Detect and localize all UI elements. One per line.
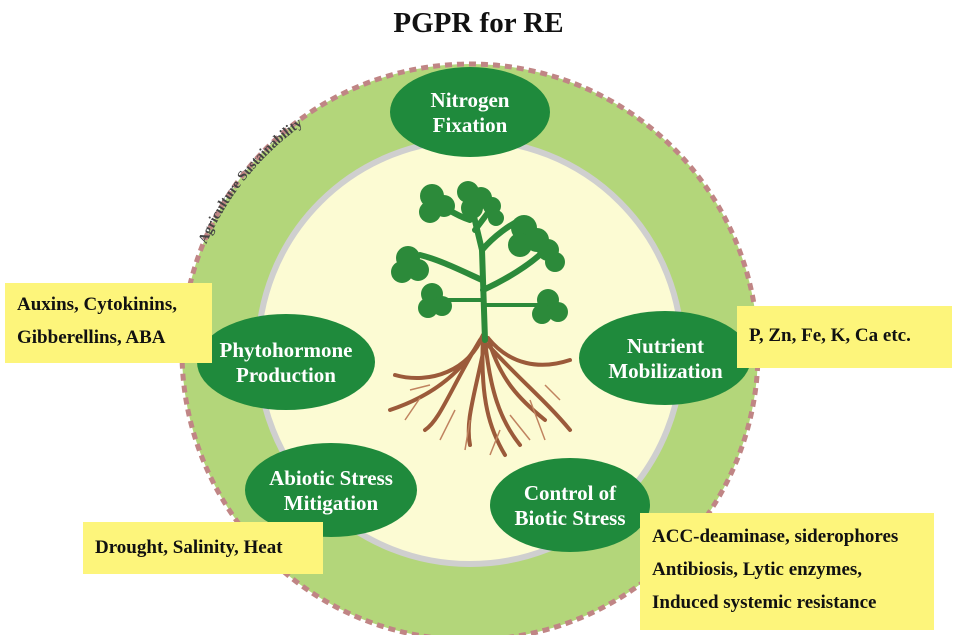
nutrient-line2: Mobilization: [608, 359, 723, 383]
hormones-note: Auxins, Cytokinins, Gibberellins, ABA: [5, 283, 212, 363]
biotic-note-line1: ACC-deaminase, siderophores: [652, 526, 899, 547]
nitrogen-fixation-oval: [390, 67, 550, 157]
small-branches: [445, 298, 540, 307]
fine-roots: [404, 384, 561, 456]
abiotic-note: Drought, Salinity, Heat: [83, 522, 323, 574]
abiotic-note-line1: Drought, Salinity, Heat: [95, 537, 283, 558]
nutrient-line1: Nutrient: [627, 334, 704, 358]
abiotic-line1: Abiotic Stress: [269, 466, 393, 490]
biotic-line2: Biotic Stress: [514, 506, 626, 530]
phytohormone-line1: Phytohormone: [219, 338, 353, 362]
nutrients-note: P, Zn, Fe, K, Ca etc.: [737, 306, 952, 368]
phytohormone-production-oval: [197, 314, 375, 410]
phytohormone-line2: Production: [236, 363, 336, 387]
nitrogen-fixation-label: Nitrogen Fixation: [395, 88, 545, 138]
biotic-note-line3: Induced systemic resistance: [652, 592, 877, 613]
biotic-stress-oval: [490, 458, 650, 552]
biotic-line1: Control of: [523, 481, 617, 505]
nitrogen-line2: Fixation: [432, 113, 508, 137]
nitrogen-line1: Nitrogen: [430, 88, 510, 112]
nutrients-note-line1: P, Zn, Fe, K, Ca etc.: [749, 325, 911, 346]
abiotic-stress-oval: [245, 443, 417, 537]
roots: [388, 333, 572, 457]
biotic-note: ACC-deaminase, siderophores Antibiosis, …: [640, 513, 934, 630]
abiotic-line2: Mitigation: [283, 491, 379, 515]
tree-icon: [388, 181, 572, 457]
hormones-note-line2: Gibberellins, ABA: [17, 327, 166, 348]
phytohormone-production-label: Phytohormone Production: [201, 338, 371, 388]
abiotic-stress-label: Abiotic Stress Mitigation: [248, 466, 414, 516]
diagram-title: PGPR for RE: [393, 7, 564, 39]
biotic-stress-label: Control of Biotic Stress: [493, 481, 647, 531]
nutrient-mobilization-label: Nutrient Mobilization: [583, 334, 748, 384]
nutrient-mobilization-oval: [579, 311, 751, 405]
biotic-note-line2: Antibiosis, Lytic enzymes,: [652, 559, 863, 580]
leaves: [391, 181, 568, 324]
hormones-note-line1: Auxins, Cytokinins,: [17, 294, 177, 315]
